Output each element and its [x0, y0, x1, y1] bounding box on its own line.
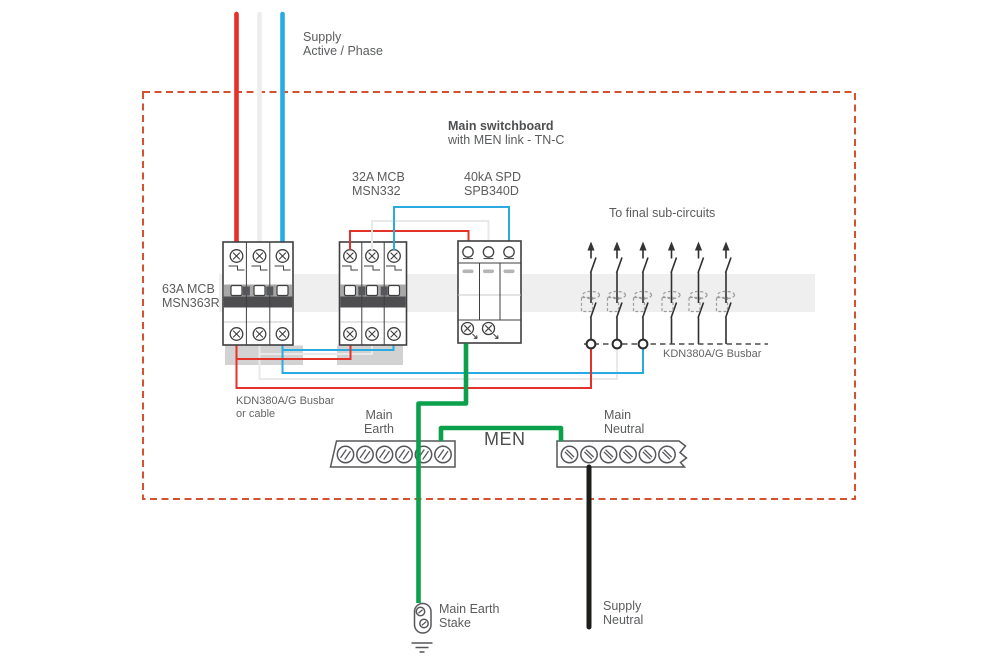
- ground-symbol: [411, 642, 433, 653]
- men-label: MEN: [484, 429, 526, 449]
- main-earth-stake: [413, 602, 432, 634]
- main-neutral-label: Main Neutral: [604, 408, 645, 436]
- supply-neutral-label: Supply Neutral: [603, 599, 644, 627]
- main-earth-wire: [416, 343, 469, 603]
- supply-active-wires: [234, 11, 285, 248]
- supply-active-label: Supply Active / Phase: [303, 30, 383, 58]
- men-link-wire: [438, 425, 564, 441]
- switchboard-title: Main switchboard with MEN link - TN-C: [448, 119, 565, 147]
- mcb-63a-device: [222, 241, 294, 346]
- subcircuits-label: To final sub-circuits: [609, 206, 716, 220]
- mcb-32a-label: 32A MCB MSN332: [352, 170, 405, 198]
- main-neutral-bar: [556, 440, 688, 468]
- spd-feed-wires: [349, 206, 510, 250]
- busbar-or-cable-label: KDN380A/G Busbar or cable: [236, 395, 335, 420]
- spd-device: [457, 240, 522, 344]
- spd-label: 40kA SPD SPB340D: [464, 170, 521, 198]
- busbar-label: KDN380A/G Busbar: [663, 348, 762, 360]
- switchboard-boundary: [142, 91, 856, 500]
- main-earth-bar: [329, 440, 456, 468]
- main-earth-label: Main Earth: [364, 408, 394, 436]
- final-subcircuits: [580, 240, 768, 350]
- mcb-32a-device: [338, 241, 408, 346]
- mcb-63a-label: 63A MCB MSN363R: [162, 282, 220, 310]
- earth-stake-label: Main Earth Stake: [439, 602, 500, 630]
